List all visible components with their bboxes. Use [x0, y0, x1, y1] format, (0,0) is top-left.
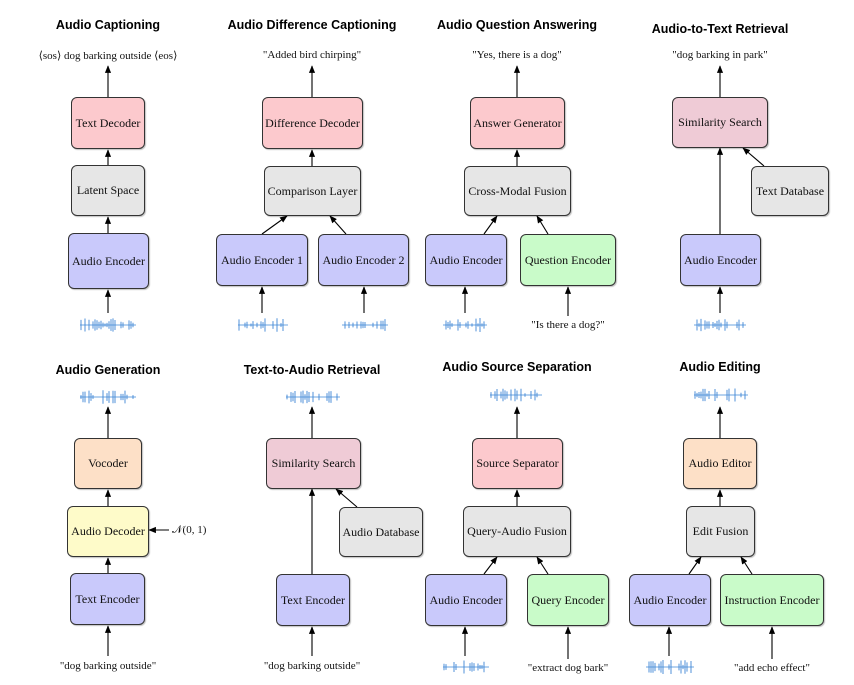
audio-encoder-block: Audio Encoder	[425, 234, 507, 286]
question-text: "Is there a dog?"	[531, 319, 605, 331]
text-encoder-block: Text Encoder	[70, 573, 145, 625]
arrow-p8-instruction-encoder-to-fusion	[740, 556, 753, 575]
noise-distribution-label: 𝒩(0, 1)	[172, 524, 207, 536]
input-text-prompt: "dog barking outside"	[59, 660, 157, 672]
similarity-search-block: Similarity Search	[672, 97, 768, 148]
instruction-encoder-block: Instruction Encoder	[720, 574, 824, 626]
edit-fusion-block: Edit Fusion	[686, 506, 755, 557]
audio-waveform-icon	[694, 388, 748, 402]
query-encoder-block: Query Encoder	[527, 574, 609, 626]
audio-encoder-block: Audio Encoder	[629, 574, 711, 626]
audio-waveform-icon	[80, 390, 136, 404]
audio-database-block: Audio Database	[339, 507, 423, 557]
audio-encoder-block: Audio Encoder	[425, 574, 507, 626]
arrow-p7-query-encoder-to-fusion	[536, 556, 549, 575]
panel-title: Audio Difference Captioning	[227, 18, 397, 32]
answer-generator-block: Answer Generator	[470, 97, 565, 149]
output-answer: "Yes, there is a dog"	[472, 49, 562, 61]
audio-editor-block: Audio Editor	[683, 438, 757, 489]
panel-title: Audio Captioning	[55, 18, 161, 32]
audio-waveform-icon	[694, 318, 746, 332]
panel-title: Text-to-Audio Retrieval	[243, 363, 381, 377]
audio-decoder-block: Audio Decoder	[67, 506, 149, 557]
audio-encoder-block: Audio Encoder	[680, 234, 761, 286]
audio-waveform-icon	[443, 318, 487, 332]
arrow-p6-database-to-similarity	[335, 488, 358, 508]
arrow-p4-database-to-similarity	[742, 147, 765, 167]
audio-waveform-icon	[342, 319, 388, 331]
audio-waveform-icon	[646, 660, 694, 674]
panel-title: Audio Generation	[55, 363, 161, 377]
similarity-search-block: Similarity Search	[266, 438, 361, 489]
arrow-p2-encoder2-to-comparison	[329, 215, 347, 235]
cross-modal-fusion-block: Cross-Modal Fusion	[464, 166, 571, 216]
arrow-p3-audio-encoder-to-fusion	[483, 215, 498, 235]
arrow-p2-encoder1-to-comparison	[261, 215, 288, 235]
audio-encoder-block: Audio Encoder	[68, 233, 149, 289]
output-caption: ⟨sos⟩ dog barking outside ⟨eos⟩	[38, 50, 178, 62]
audio-encoder-1-block: Audio Encoder 1	[216, 234, 308, 286]
audio-waveform-icon	[80, 318, 136, 332]
panel-title: Audio Editing	[679, 360, 761, 374]
query-audio-fusion-block: Query-Audio Fusion	[463, 506, 571, 557]
panel-title: Audio Source Separation	[442, 360, 592, 374]
text-database-block: Text Database	[751, 166, 829, 216]
audio-encoder-2-block: Audio Encoder 2	[318, 234, 409, 286]
source-separator-block: Source Separator	[472, 438, 563, 489]
arrow-p8-audio-encoder-to-fusion	[688, 556, 702, 575]
vocoder-block: Vocoder	[74, 438, 142, 489]
text-encoder-block: Text Encoder	[276, 574, 350, 626]
audio-waveform-icon	[238, 318, 288, 332]
latent-space-block: Latent Space	[71, 165, 145, 216]
output-retrieved-text: "dog barking in park"	[672, 49, 768, 61]
question-encoder-block: Question Encoder	[520, 234, 616, 286]
difference-decoder-block: Difference Decoder	[262, 97, 363, 149]
query-text: "extract dog bark"	[527, 662, 609, 674]
input-text-query: "dog barking outside"	[263, 660, 361, 672]
audio-waveform-icon	[286, 390, 340, 404]
panel-title: Audio Question Answering	[437, 18, 597, 32]
arrow-p3-question-encoder-to-fusion	[536, 215, 549, 235]
audio-waveform-icon	[490, 388, 542, 402]
text-decoder-block: Text Decoder	[71, 97, 145, 149]
audio-waveform-icon	[443, 660, 489, 674]
arrow-p7-audio-encoder-to-fusion	[483, 556, 498, 575]
output-caption: "Added bird chirping"	[262, 49, 362, 61]
panel-title: Audio-to-Text Retrieval	[651, 22, 789, 36]
comparison-layer-block: Comparison Layer	[264, 166, 361, 216]
instruction-text: "add echo effect"	[734, 662, 810, 674]
